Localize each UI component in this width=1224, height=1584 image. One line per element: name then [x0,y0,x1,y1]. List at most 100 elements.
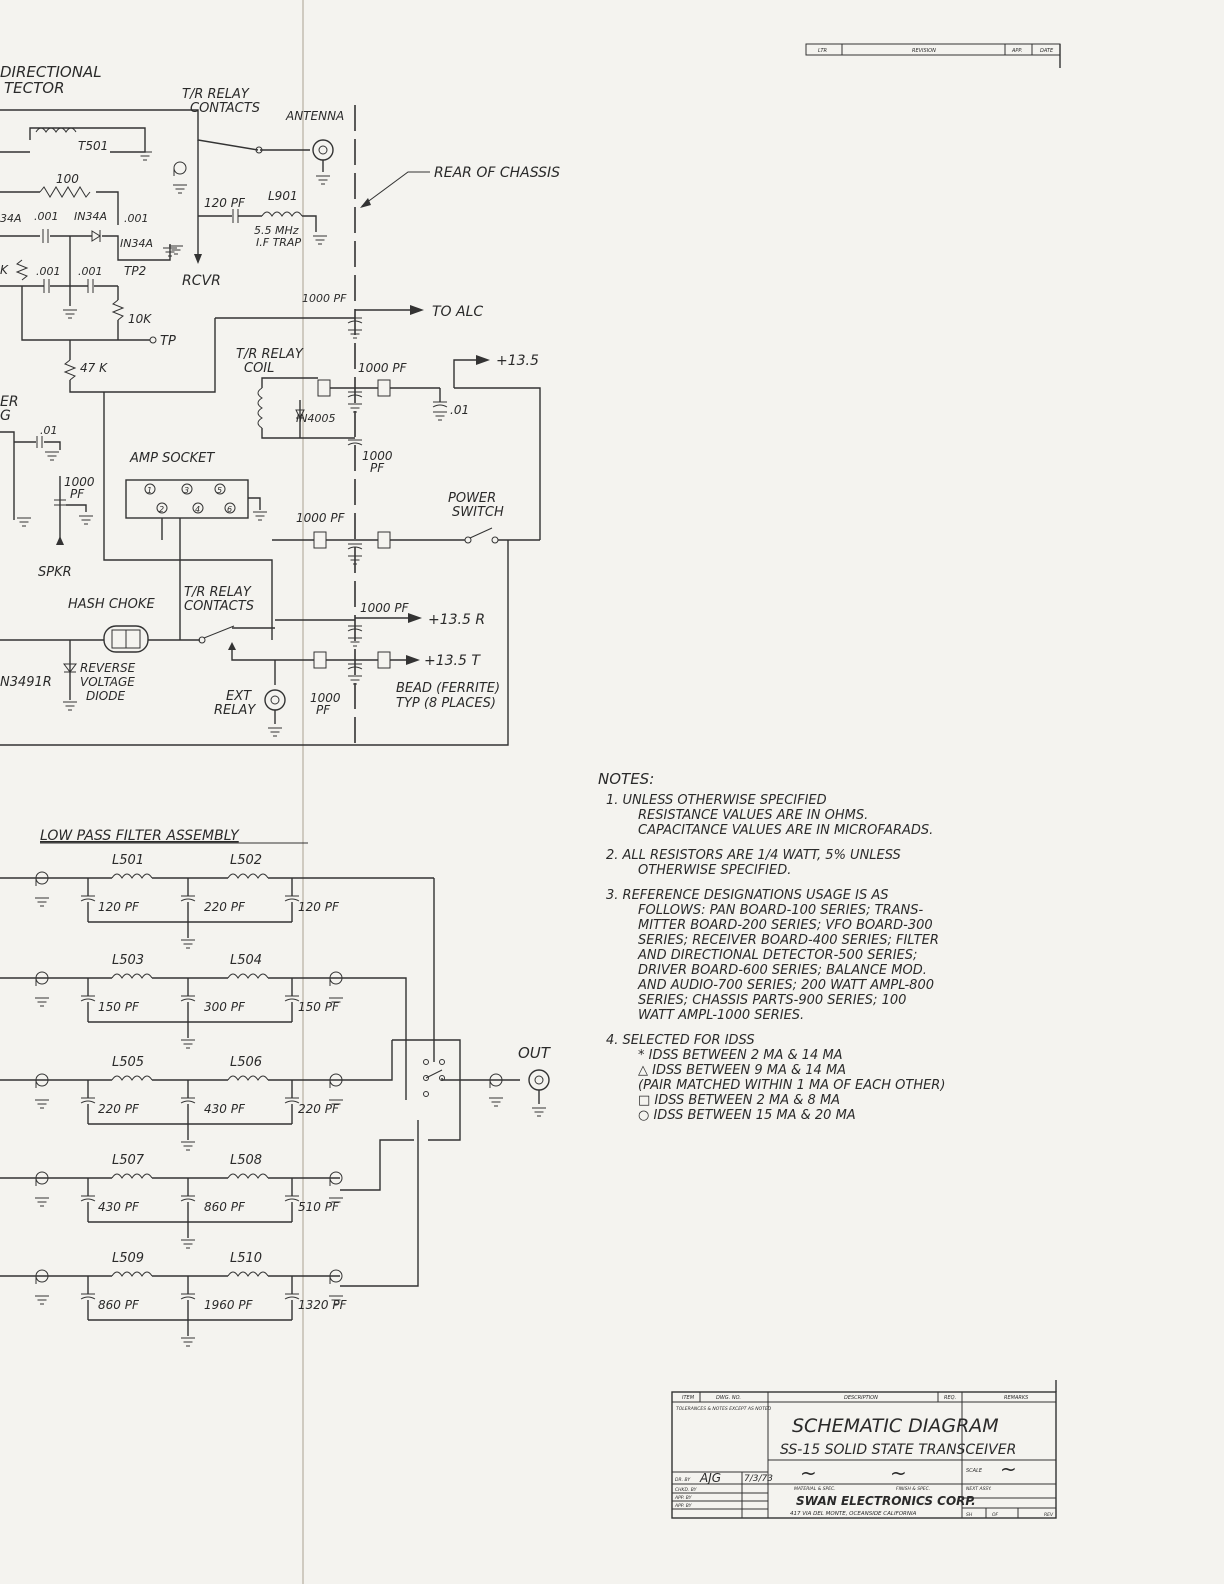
svg-text:1: 1 [147,486,152,495]
note-3: 3. REFERENCE DESIGNATIONS USAGE IS AS FO… [606,888,939,1023]
ground-icon [34,1197,50,1207]
ferrite-bead-icon [377,379,391,397]
power-return-wire [0,540,509,746]
lpf-cap-2-label: 220 PF [204,900,246,914]
amp-socket-wiring [103,392,273,640]
ferrite-bead-icon [313,651,327,669]
power-switch-label-1: POWER [448,491,496,506]
svg-text:APP. BY: APP. BY [674,1495,693,1501]
svg-text:SCALE: SCALE [966,1468,983,1474]
svg-text:DESCRIPTION: DESCRIPTION [844,1395,878,1401]
svg-text:DR. BY: DR. BY [675,1477,691,1483]
ground-icon [62,309,78,319]
coax-jack-icon [35,1269,49,1285]
reverse-diode-label-1: REVERSE [80,661,136,675]
coil-wiring [261,359,541,540]
capacitor-icon [180,995,196,1002]
lpf-cap-1-label: 120 PF [98,900,140,914]
cap-1000pf-r-label: 1000 PF [360,601,410,615]
svg-text:MATERIAL & SPEC.: MATERIAL & SPEC. [794,1486,836,1492]
reverse-diode-part-label: N3491R [0,675,52,690]
lpf-inductor-2-label: L510 [230,1251,262,1266]
svg-text:2: 2 [159,505,164,514]
diode-icon [63,663,77,673]
svg-text:FINISH & SPEC.: FINISH & SPEC. [896,1486,930,1492]
svg-text:APP. BY: APP. BY [674,1503,693,1509]
svg-text:REVISION: REVISION [912,48,936,54]
inductor-icon [111,1271,153,1277]
svg-text:~: ~ [800,1461,817,1485]
hash-choke-icon [103,625,149,653]
resistor-k-label: K [0,263,9,277]
ground-icon [168,245,184,255]
ground-icon [180,1141,196,1151]
tp2-label: TP2 [124,264,146,278]
ferrite-bead-icon [313,531,327,549]
coax-jack-icon [329,971,343,987]
ground-icon [180,939,196,949]
cap-001-a-label: .001 [34,210,59,223]
diode-icon [91,230,101,242]
ground-icon [531,1107,547,1117]
tr-relay-contacts-b-label-2: CONTACTS [184,599,254,614]
note-4: 4. SELECTED FOR IDSS * IDSS BETWEEN 2 MA… [606,1033,946,1123]
cap-1000pf-alc-label: 1000 PF [302,292,347,305]
svg-text:ITEM: ITEM [682,1395,695,1401]
inductor-icon [227,1173,269,1179]
capacitor-icon [180,1293,196,1300]
cap-1000pf-pwr-label: 1000 PF [296,511,346,525]
inductor-icon [227,973,269,979]
section-title-detector: TECTOR [4,79,65,97]
band-switch [425,1069,443,1079]
lpf-cap-3-label: 1320 PF [298,1298,348,1312]
lpf-cap-2-label: 300 PF [204,1000,246,1014]
inductor-icon [111,973,153,979]
svg-text:REV: REV [1044,1512,1054,1518]
svg-text:~: ~ [890,1461,907,1485]
lpf-inductor-1-label: L509 [112,1251,144,1266]
ext-relay-label-1: EXT [226,689,252,704]
lpf-inductor-2-label: L504 [230,953,262,968]
lpf-cap-2-label: 1960 PF [204,1298,254,1312]
company-address: 417 VIA DEL MONTE, OCEANSIDE CALIFORNIA [790,1511,917,1517]
tr-relay-coil-label-2: COIL [244,361,274,376]
rear-of-chassis-label: REAR OF CHASSIS [434,165,560,181]
coax-jack-icon [173,161,187,177]
inductor-icon [227,1075,269,1081]
out-label: OUT [518,1044,552,1062]
resistor-100-label: 100 [56,172,79,186]
svg-text:NEXT ASSY.: NEXT ASSY. [966,1486,992,1492]
ground-icon [180,1239,196,1249]
detector-wiring [0,235,171,261]
section-title-directional: DIRECTIONAL [0,63,102,81]
capacitor-icon [80,1195,96,1202]
ground-icon [432,411,448,421]
company-name: SWAN ELECTRONICS CORP. [796,1494,976,1508]
svg-text:LTR: LTR [818,48,827,54]
inductor-icon [227,1271,269,1277]
resistor-47k [63,359,77,381]
inductor-icon [227,873,269,879]
lpf-cap-3-label: 120 PF [298,900,340,914]
tr-relay-coil-label-1: T/R RELAY [236,347,304,362]
cap-1000pf-ext-unit: PF [316,703,331,717]
coax-jack-icon [329,1269,343,1285]
svg-text:TOLERANCES & NOTES EXCEPT AS N: TOLERANCES & NOTES EXCEPT AS NOTED [676,1406,772,1412]
cap-001-b-label: .001 [124,212,149,225]
lpf-cap-3-label: 510 PF [298,1200,340,1214]
drawn-by: AJG [699,1471,721,1485]
cap-120pf-label: 120 PF [204,196,246,210]
tp-wire [21,286,150,341]
diode-in34a-2-label: IN34A [120,237,153,250]
t501-wiring [0,127,146,153]
amp-socket [125,479,249,519]
l901-label: L901 [268,189,298,203]
note-1: 1. UNLESS OTHERWISE SPECIFIED RESISTANCE… [606,793,934,838]
lpf-cap-1-label: 430 PF [98,1200,140,1214]
ground-icon [78,515,94,525]
tr-relay-contacts-b-label-1: T/R RELAY [184,585,252,600]
plus-13-5-label: +13.5 [496,353,539,369]
